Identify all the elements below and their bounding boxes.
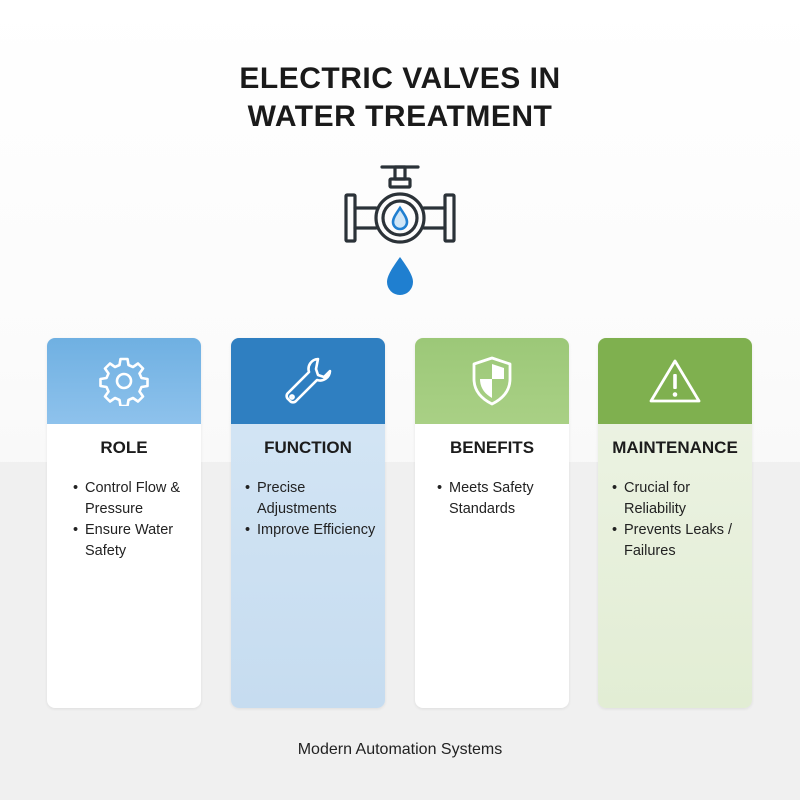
card-role-list: Control Flow & Pressure Ensure Water Saf… [47, 478, 201, 562]
card-function-header [231, 338, 385, 424]
title-line-1: ELECTRIC VALVES IN [239, 62, 561, 96]
gear-icon [99, 357, 149, 406]
wrench-icon [285, 357, 332, 404]
valve-with-water-drop-icon [344, 165, 456, 295]
card-role-label: ROLE [100, 438, 148, 457]
card-role-header [47, 338, 201, 424]
card-maintenance-label: MAINTENANCE [612, 438, 738, 457]
footer-caption: Modern Automation Systems [297, 741, 503, 758]
title-line-2: WATER TREATMENT [247, 100, 553, 134]
list-item: Precise Adjustments [231, 478, 379, 520]
card-benefits: BENEFITS Meets Safety Standards [415, 338, 569, 708]
card-maintenance: MAINTENANCE Crucial for Reliability Prev… [598, 338, 752, 708]
card-maintenance-header [598, 338, 752, 424]
page-title: ELECTRIC VALVES IN WATER TREATMENT [0, 60, 800, 136]
card-maintenance-list: Crucial for Reliability Prevents Leaks /… [598, 478, 752, 562]
card-benefits-label: BENEFITS [449, 438, 535, 457]
list-item: Improve Efficiency [231, 520, 379, 541]
list-item: Crucial for Reliability [598, 478, 746, 520]
warning-icon [649, 359, 701, 403]
card-benefits-list: Meets Safety Standards [415, 478, 569, 520]
shield-icon [472, 356, 512, 406]
card-function: FUNCTION Precise Adjustments Improve Eff… [231, 338, 385, 708]
list-item: Ensure Water Safety [59, 520, 195, 562]
card-role: ROLE Control Flow & Pressure Ensure Wate… [47, 338, 201, 708]
card-benefits-header [415, 338, 569, 424]
list-item: Meets Safety Standards [423, 478, 563, 520]
card-function-list: Precise Adjustments Improve Efficiency [231, 478, 385, 541]
list-item: Prevents Leaks / Failures [598, 520, 746, 562]
list-item: Control Flow & Pressure [59, 478, 195, 520]
card-function-label: FUNCTION [264, 438, 352, 457]
